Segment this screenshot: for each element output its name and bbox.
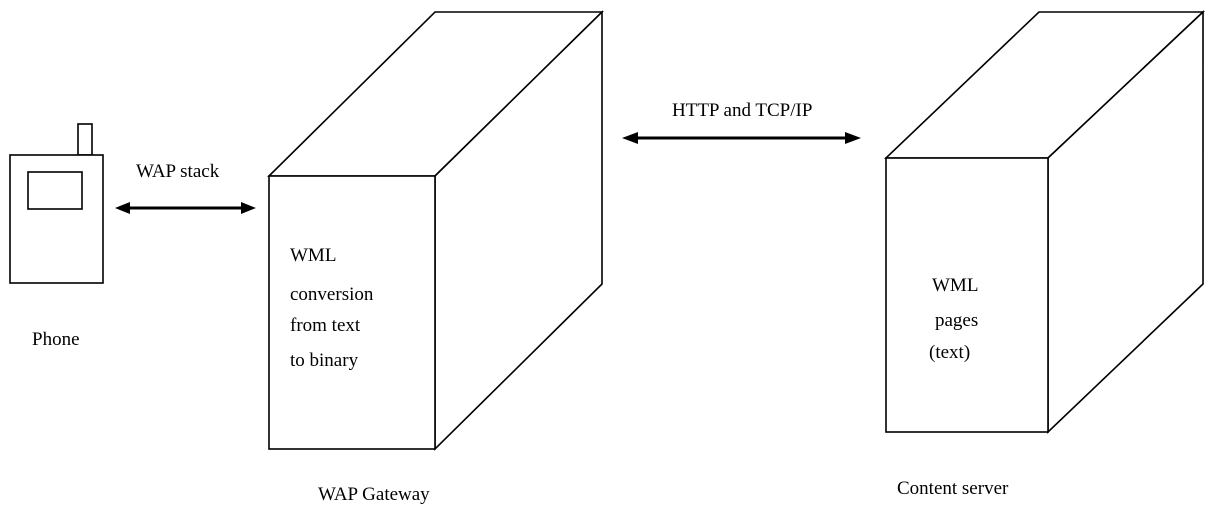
- gateway-face-line: WML: [290, 245, 336, 266]
- server-face-line: pages: [935, 310, 978, 331]
- gateway-face-text: WML conversion from text to binary: [290, 245, 378, 371]
- gateway-face-line: from text: [290, 315, 361, 336]
- http-label: HTTP and TCP/IP: [672, 100, 812, 121]
- gateway-box: [267, 10, 604, 451]
- wap-stack-arrow: [115, 202, 256, 214]
- http-arrow: [622, 132, 861, 144]
- gateway-face-line: to binary: [290, 350, 359, 371]
- server-face-text: WML pages (text): [929, 275, 983, 363]
- wap-stack-label: WAP stack: [136, 161, 220, 182]
- phone-antenna: [77, 123, 93, 156]
- server-box: [884, 10, 1206, 434]
- gateway-label: WAP Gateway: [318, 484, 430, 505]
- gateway-face-line: conversion: [290, 284, 374, 305]
- server-face-line: (text): [929, 342, 970, 363]
- gateway-front-face: [268, 175, 436, 450]
- phone-label: Phone: [32, 329, 80, 350]
- server-front-face: [885, 157, 1049, 433]
- server-label: Content server: [897, 478, 1009, 499]
- phone-screen: [27, 171, 83, 210]
- phone: [9, 123, 104, 284]
- server-face-line: WML: [932, 275, 978, 296]
